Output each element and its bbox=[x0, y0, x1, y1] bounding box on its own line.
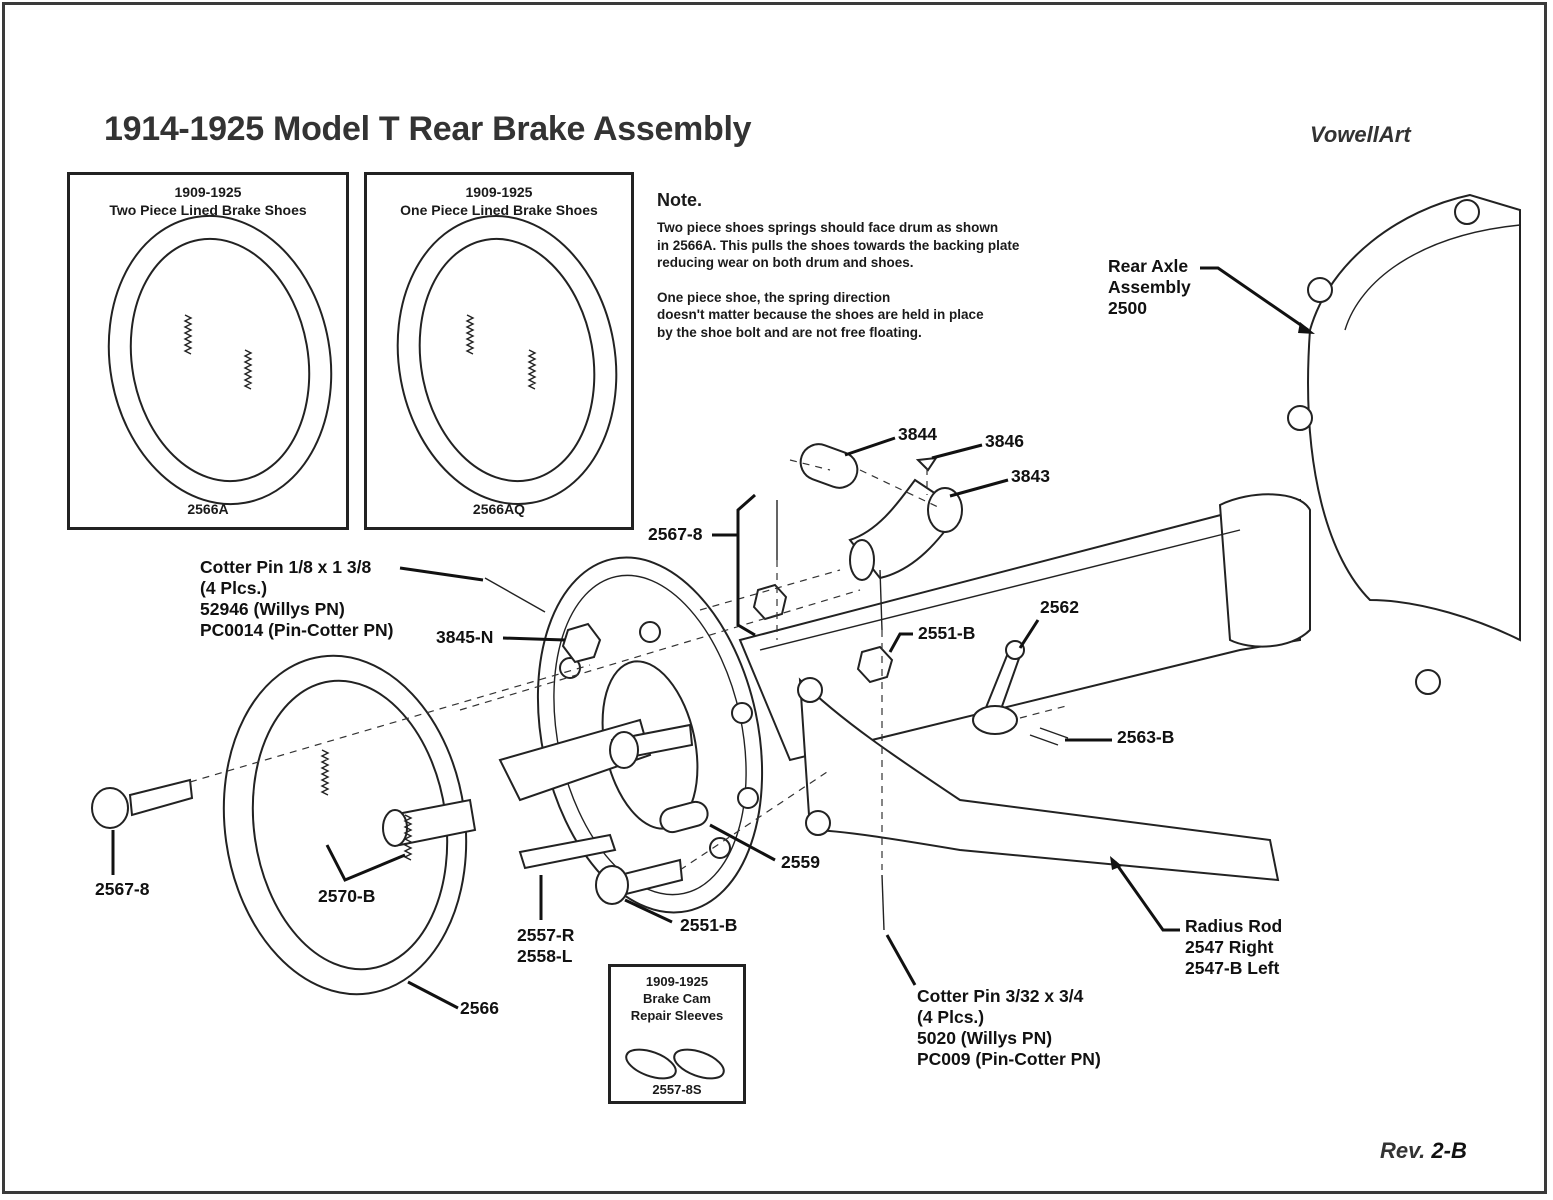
revision-label: Rev. 2-B bbox=[1380, 1138, 1467, 1164]
inset-heading: 1909-1925 Two Piece Lined Brake Shoes bbox=[109, 184, 307, 218]
two-piece-shoe-illustration bbox=[107, 214, 333, 506]
callout-2551-b-bottom: 2551-B bbox=[680, 915, 738, 935]
leader-3843 bbox=[949, 478, 1009, 498]
leader-2570b bbox=[325, 844, 406, 882]
callout-2570-b: 2570-B bbox=[318, 886, 376, 906]
note-paragraph-1: Two piece shoes springs should face drum… bbox=[657, 220, 1020, 270]
spring bbox=[320, 749, 330, 796]
shoe-bolt bbox=[128, 778, 194, 817]
leader-2559 bbox=[709, 823, 776, 862]
leader-2562 bbox=[1018, 619, 1040, 649]
inset-heading: 1909-1925 One Piece Lined Brake Shoes bbox=[400, 184, 598, 218]
leader-3846 bbox=[931, 443, 983, 460]
leader-2566 bbox=[407, 980, 459, 1010]
callout-2567-8-top: 2567-8 bbox=[648, 524, 703, 544]
note-block: Note. Two piece shoes springs should fac… bbox=[657, 190, 1019, 358]
callout-cotter-pin-large: Cotter Pin 1/8 x 1 3/8 (4 Plcs.) 52946 (… bbox=[200, 557, 394, 640]
flange-bolt bbox=[1307, 277, 1333, 303]
axle-tube-collar bbox=[1218, 493, 1311, 648]
castle-nut-3845n bbox=[561, 622, 602, 664]
inset-part-number: 2566AQ bbox=[472, 501, 526, 517]
leader-3845n bbox=[502, 636, 566, 642]
radius-rod bbox=[798, 677, 1280, 882]
leader-cotter-small bbox=[885, 934, 917, 986]
callout-2566: 2566 bbox=[460, 998, 499, 1018]
callout-3843: 3843 bbox=[1011, 466, 1050, 486]
callout-3846: 3846 bbox=[985, 431, 1024, 451]
leader-2551b-top bbox=[888, 632, 913, 653]
leader-cotter-large bbox=[399, 566, 484, 582]
inset-part-number: 2566A bbox=[187, 501, 229, 517]
one-piece-shoe-illustration bbox=[396, 214, 618, 506]
cotter-pin-large bbox=[484, 577, 546, 613]
callout-3844: 3844 bbox=[898, 424, 937, 444]
leader-rear-axle bbox=[1200, 266, 1309, 332]
leader-3844 bbox=[844, 436, 896, 457]
axle-housing-inner-arc bbox=[1344, 224, 1521, 331]
leader-2551b-bottom bbox=[624, 898, 673, 924]
spring bbox=[403, 814, 413, 861]
brand-signature: VowellArt bbox=[1310, 122, 1411, 147]
inset-heading: 1909-1925 Brake Cam Repair Sleeves bbox=[630, 974, 724, 1023]
flange-bolt bbox=[1454, 199, 1480, 225]
note-paragraph-2: One piece shoe, the spring direction doe… bbox=[657, 289, 984, 340]
callout-cotter-pin-small: Cotter Pin 3/32 x 3/4 (4 Plcs.) 5020 (Wi… bbox=[917, 986, 1101, 1069]
revision-prefix: Rev. bbox=[1380, 1138, 1426, 1163]
inset-cam-sleeves: 1909-1925 Brake Cam Repair Sleeves 2557-… bbox=[608, 964, 746, 1104]
note-heading: Note. bbox=[657, 190, 702, 210]
callout-2562: 2562 bbox=[1040, 597, 1079, 617]
inset-one-piece-shoes: 1909-1925 One Piece Lined Brake Shoes 25… bbox=[364, 172, 634, 530]
castle-nut bbox=[752, 583, 788, 621]
callout-2557-r-2558-l: 2557-R 2558-L bbox=[517, 925, 575, 966]
cam-sleeves-illustration bbox=[625, 1048, 725, 1080]
pin-3844 bbox=[799, 443, 859, 489]
callout-radius-rod: Radius Rod 2547 Right 2547-B Left bbox=[1185, 916, 1283, 978]
leader-radius-rod bbox=[1113, 861, 1180, 932]
flange-bolt bbox=[1287, 405, 1313, 431]
castle-nut bbox=[856, 645, 894, 684]
callout-2559: 2559 bbox=[781, 852, 820, 872]
inset-two-piece-shoes: 1909-1925 Two Piece Lined Brake Shoes 25… bbox=[67, 172, 349, 530]
leader-2567-8-top bbox=[712, 493, 756, 537]
axle-housing-flange bbox=[1307, 193, 1521, 642]
cam-lever bbox=[518, 833, 617, 870]
flange-bolt bbox=[1415, 669, 1441, 695]
oiler-3846 bbox=[915, 456, 939, 472]
callout-2563-b: 2563-B bbox=[1117, 727, 1175, 747]
callout-rear-axle-assembly: Rear Axle Assembly 2500 bbox=[1108, 256, 1191, 318]
inset-part-number: 2557-8S bbox=[652, 1082, 702, 1097]
callout-2551-b-top: 2551-B bbox=[918, 623, 976, 643]
revision-value: 2-B bbox=[1431, 1138, 1467, 1163]
callout-3845-n: 3845-N bbox=[436, 627, 494, 647]
callout-2567-8-left: 2567-8 bbox=[95, 879, 150, 899]
page-title: 1914-1925 Model T Rear Brake Assembly bbox=[104, 110, 752, 148]
cotter-pin-small bbox=[881, 874, 885, 931]
sleeve-2559 bbox=[659, 800, 709, 834]
